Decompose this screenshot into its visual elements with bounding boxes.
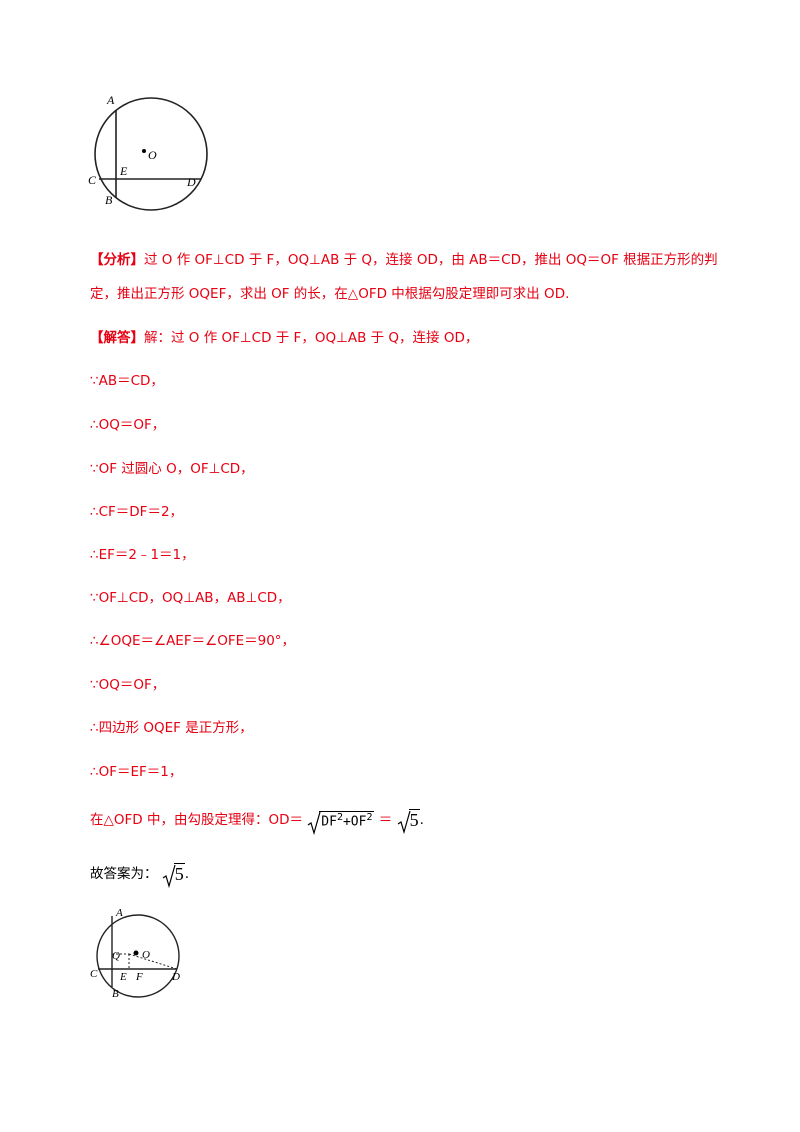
equals-sign: ＝ (378, 812, 393, 828)
label-f: F (135, 971, 143, 983)
center-point (133, 950, 139, 956)
label-o: O (148, 148, 157, 162)
radical-expression: DF2+OF2 (307, 810, 375, 835)
radical-sign-icon (397, 810, 411, 834)
circle-outline (94, 97, 208, 211)
step-text: ∴EF＝2﹣1＝1， (90, 547, 195, 563)
solution-step: ∴四边形 OQEF 是正方形， (90, 716, 253, 736)
step-text: ∵OF⊥CD，OQ⊥AB，AB⊥CD， (90, 590, 291, 606)
label-q: Q (112, 950, 120, 962)
period: . (419, 812, 424, 828)
answer-value: 5 (173, 862, 185, 884)
solution-step: ∴EF＝2﹣1＝1， (90, 543, 195, 563)
step-text: ∴∠OQE＝∠AEF＝∠OFE＝90°， (90, 633, 296, 649)
sqrt-five-value: 5 (408, 808, 420, 830)
step-text: ∴CF＝DF＝2， (90, 504, 184, 520)
segment-od (128, 953, 178, 970)
radicand: DF2+OF2 (319, 810, 375, 830)
solution-tag: 【解答】 (90, 330, 144, 346)
solution-step: ∵OF⊥CD，OQ⊥AB，AB⊥CD， (90, 586, 291, 606)
circle-outline (96, 914, 180, 998)
radical-sign-icon (307, 811, 321, 835)
label-d: D (171, 971, 180, 983)
pythagoras-prefix: 在△OFD 中，由勾股定理得：OD＝ (90, 812, 303, 828)
solution-step: ∵OF 过圆心 O，OF⊥CD， (90, 457, 254, 477)
step-text: ∴四边形 OQEF 是正方形， (90, 720, 253, 736)
circle-diagram-2: A Q O C E F D B (90, 907, 180, 1000)
solution-step: ∵OQ＝OF， (90, 673, 165, 693)
solution-intro: 【解答】解：过 O 作 OF⊥CD 于 F，OQ⊥AB 于 Q，连接 OD， (90, 326, 478, 346)
exponent-b: 2 (366, 811, 373, 823)
solution-step: ∴OF＝EF＝1， (90, 760, 182, 780)
step-text: ∴OF＝EF＝1， (90, 764, 183, 780)
exponent-a: 2 (336, 811, 343, 823)
analysis-tag: 【分析】 (90, 252, 144, 268)
label-e: E (119, 164, 128, 178)
label-o: O (142, 949, 150, 961)
answer-prefix: 故答案为： (90, 866, 158, 882)
solution-intro-text: 解：过 O 作 OF⊥CD 于 F，OQ⊥AB 于 Q，连接 OD， (144, 330, 479, 346)
label-a: A (115, 907, 123, 919)
label-c: C (90, 968, 98, 980)
circle-diagram-1: A O E C D B (88, 93, 208, 211)
label-e: E (119, 971, 127, 983)
step-text: ∵OQ＝OF， (90, 677, 166, 693)
solution-step: ∴CF＝DF＝2， (90, 500, 183, 520)
answer-sqrt: 5 (162, 862, 185, 888)
radical-sign-icon (162, 864, 176, 888)
analysis-line-2: 定，推出正方形 OQEF，求出 OF 的长，在△OFD 中根据勾股定理即可求出 … (90, 282, 569, 302)
answer-period: . (184, 866, 190, 882)
center-point (142, 149, 146, 153)
pythagoras-line: 在△OFD 中，由勾股定理得：OD＝ DF2+OF2 ＝ 5 . (90, 808, 424, 835)
label-d: D (186, 175, 196, 189)
label-c: C (88, 173, 97, 187)
radicand-a: DF (321, 814, 337, 830)
label-a: A (106, 93, 115, 107)
analysis-text-2: 定，推出正方形 OQEF，求出 OF 的长，在△OFD 中根据勾股定理即可求出 … (90, 286, 570, 302)
step-text: ∵OF 过圆心 O，OF⊥CD， (90, 461, 254, 477)
analysis-text-1: 过 O 作 OF⊥CD 于 F，OQ⊥AB 于 Q，连接 OD，由 AB＝CD，… (144, 252, 718, 268)
solution-step: ∴∠OQE＝∠AEF＝∠OFE＝90°， (90, 629, 295, 649)
radicand-b: +OF (342, 814, 367, 830)
step-text: ∴OQ＝OF， (90, 417, 166, 433)
sqrt-five: 5 (397, 808, 420, 834)
label-b: B (105, 193, 113, 207)
solution-step: ∵AB＝CD， (90, 369, 164, 389)
solution-step: ∴OQ＝OF， (90, 413, 165, 433)
label-b: B (112, 988, 119, 1000)
answer-line: 故答案为： 5 . (90, 862, 190, 888)
step-text: ∵AB＝CD， (90, 373, 164, 389)
analysis-line-1: 【分析】过 O 作 OF⊥CD 于 F，OQ⊥AB 于 Q，连接 OD，由 AB… (90, 248, 718, 268)
